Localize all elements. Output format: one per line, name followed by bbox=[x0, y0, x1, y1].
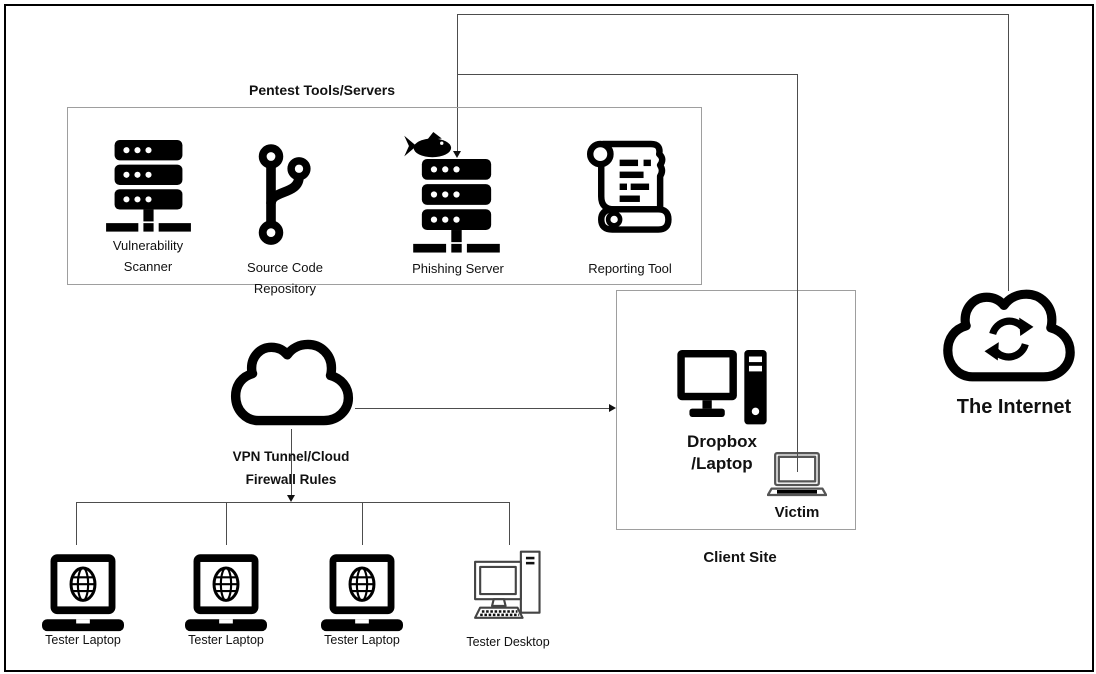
dropbox-label-line2: /Laptop bbox=[691, 453, 753, 473]
tester-desktop-label: Tester Desktop bbox=[466, 635, 550, 649]
tester-desktop-icon bbox=[470, 545, 548, 633]
source-code-repository-label: Source Code Repository bbox=[247, 260, 323, 296]
git-branch-icon bbox=[257, 141, 313, 249]
client-site-box bbox=[616, 290, 856, 530]
phishing-server-label: Phishing Server bbox=[412, 261, 504, 276]
tester-laptop-2-label: Tester Laptop bbox=[188, 633, 264, 647]
pentest-tools-box bbox=[67, 107, 702, 285]
fish-icon bbox=[402, 131, 459, 161]
tester-laptop-3-icon bbox=[321, 554, 403, 640]
dropbox-label-line1: Dropbox bbox=[687, 432, 757, 451]
connector-internet-to-phishing-vertical bbox=[457, 14, 458, 152]
vulnerability-scanner-label: Vulnerability Scanner bbox=[112, 238, 184, 274]
client-site-label: Client Site bbox=[703, 549, 777, 566]
arrowhead-into-client-site bbox=[609, 404, 616, 412]
outer-border bbox=[4, 4, 1094, 672]
tester-bracket-horizontal bbox=[76, 502, 510, 503]
connector-vpn-to-client-site bbox=[355, 408, 609, 409]
connector-down-to-victim bbox=[797, 74, 798, 472]
tester-bracket-drop-2 bbox=[226, 502, 227, 545]
vpn-label-line2: Firewall Rules bbox=[245, 471, 337, 487]
phishing-server-icon bbox=[413, 159, 500, 256]
tester-bracket-drop-3 bbox=[362, 502, 363, 545]
pentest-box-title: Pentest Tools/Servers bbox=[248, 82, 396, 98]
tester-laptop-1-icon bbox=[42, 554, 124, 640]
arrowhead-into-phishing-server bbox=[453, 151, 461, 158]
dropbox-laptop-label: Dropbox /Laptop bbox=[652, 431, 792, 475]
arrowhead-into-tester-bracket bbox=[287, 495, 295, 502]
connector-top-horizontal bbox=[457, 14, 1008, 15]
vpn-cloud-label: VPN Tunnel/Cloud Firewall Rules bbox=[201, 446, 381, 492]
sync-arrows-icon bbox=[984, 317, 1034, 361]
globe-icon bbox=[69, 566, 97, 602]
vpn-cloud-icon bbox=[230, 336, 354, 430]
victim-label: Victim bbox=[774, 504, 820, 521]
tester-bracket-drop-1 bbox=[76, 502, 77, 545]
desktop-computer-icon bbox=[677, 350, 767, 430]
connector-second-horizontal bbox=[457, 74, 797, 75]
connector-vpn-to-testers bbox=[291, 429, 292, 495]
tester-laptop-3-label: Tester Laptop bbox=[324, 633, 400, 647]
server-stack-icon bbox=[106, 140, 191, 235]
internet-label: The Internet bbox=[956, 396, 1072, 418]
reporting-tool-label: Reporting Tool bbox=[588, 261, 672, 276]
connector-down-to-internet-cloud bbox=[1008, 14, 1009, 291]
tester-laptop-1-label: Tester Laptop bbox=[45, 633, 121, 647]
vpn-label-line1: VPN Tunnel/Cloud bbox=[232, 449, 350, 464]
scroll-icon bbox=[581, 139, 673, 241]
tester-bracket-drop-4 bbox=[509, 502, 510, 545]
internet-cloud-icon bbox=[938, 285, 1080, 387]
tester-laptop-2-icon bbox=[185, 554, 267, 640]
